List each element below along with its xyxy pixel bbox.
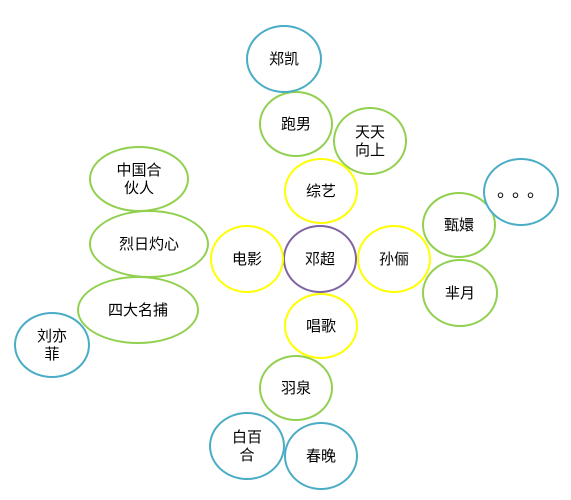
label-spring-gala: 春晚 [305, 447, 336, 465]
category-node-movie: 电影 [210, 225, 284, 293]
node-bai-baihe: 白百 合 [209, 412, 285, 480]
label-chinese-partners: 中国合 伙人 [116, 161, 162, 197]
label-blazing-heart: 烈日灼心 [118, 235, 179, 253]
label-mi-yue: 芈月 [444, 284, 475, 302]
node-more-works: 。。。 [483, 158, 559, 226]
label-zhen-huan: 甄嬛 [443, 216, 474, 234]
node-yu-quan: 羽泉 [259, 355, 333, 421]
node-spring-gala: 春晚 [284, 422, 358, 490]
label-running-man: 跑男 [280, 115, 311, 133]
label-four-detectives: 四大名捕 [107, 301, 168, 319]
category-node-song: 唱歌 [284, 293, 358, 359]
center-node-deng-chao: 邓超 [283, 225, 357, 293]
node-four-detectives: 四大名捕 [77, 276, 199, 344]
node-zhen-huan: 甄嬛 [422, 192, 496, 258]
node-running-man: 跑男 [259, 91, 333, 157]
node-day-day-up: 天天 向上 [333, 107, 407, 175]
node-liu-yifei: 刘亦 菲 [14, 312, 90, 378]
node-blazing-heart: 烈日灼心 [89, 210, 209, 278]
label-day-day-up: 天天 向上 [354, 123, 385, 159]
node-zheng-kai: 郑凯 [246, 25, 322, 93]
category-label-song: 唱歌 [305, 317, 336, 335]
category-node-variety: 综艺 [284, 158, 358, 224]
category-label-variety: 综艺 [305, 182, 336, 200]
node-chinese-partners: 中国合 伙人 [89, 146, 189, 212]
center-label: 邓超 [304, 250, 335, 268]
label-liu-yifei: 刘亦 菲 [36, 327, 67, 363]
node-mi-yue: 芈月 [422, 259, 498, 327]
category-label-movie: 电影 [231, 250, 262, 268]
label-yu-quan: 羽泉 [280, 379, 311, 397]
label-more-works: 。。。 [497, 181, 551, 202]
label-bai-baihe: 白百 合 [231, 428, 262, 464]
category-label-spouse: 孙俪 [378, 250, 409, 268]
label-zheng-kai: 郑凯 [268, 50, 299, 68]
category-node-spouse: 孙俪 [357, 225, 431, 293]
